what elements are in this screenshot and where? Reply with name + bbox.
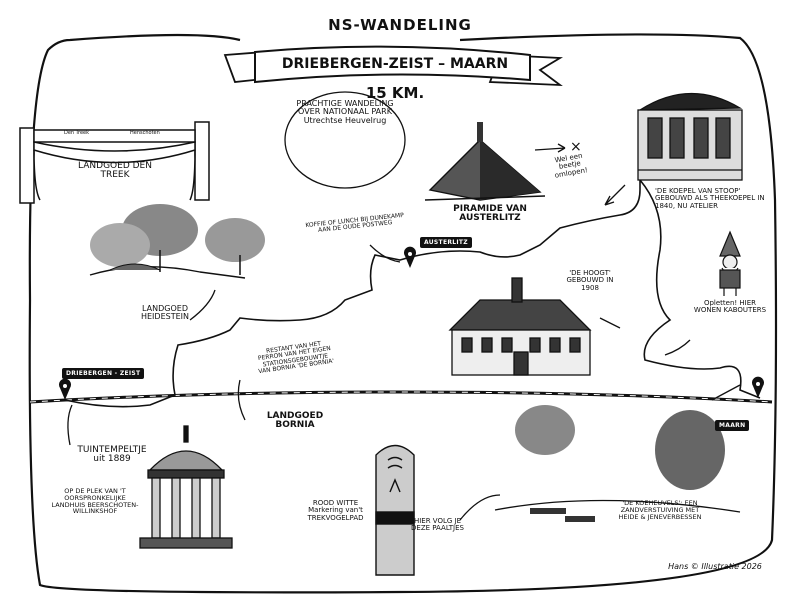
pyramid-label: PIRAMIDE VAN AUSTERLITZ xyxy=(453,204,527,224)
pin-austerlitz xyxy=(404,246,416,268)
place-den-treek: LANDGOED DEN TREEK xyxy=(78,161,152,181)
pin-maarn xyxy=(752,376,764,398)
route-title: DRIEBERGEN-ZEIST – MAARN xyxy=(281,56,509,72)
gate-den-treek-illustration xyxy=(19,121,210,204)
place-bornia: LANDGOED BORNIA xyxy=(266,411,324,431)
arrow-pyramid xyxy=(534,143,566,153)
distance-label: 15 KM. xyxy=(365,84,425,102)
credit-signature: Hans © Illustratie 2026 xyxy=(668,562,762,571)
arrow-hoogt xyxy=(599,317,621,329)
arrow-paaltjes xyxy=(459,494,501,521)
koepel-note: 'DE KOEPEL VAN STOOP' GEBOUWD ALS THEEKO… xyxy=(655,187,765,210)
arrow-koepel xyxy=(604,184,626,206)
walking-route xyxy=(64,177,761,408)
page-frame xyxy=(28,33,778,594)
arrow-bornia xyxy=(237,379,246,421)
pyramid-mark: × xyxy=(570,139,582,155)
tuintempel-label: TUINTEMPELTJE uit 1889 xyxy=(77,445,147,465)
park-bubble xyxy=(284,91,406,189)
kabouters-note: Opletten! HIER WONEN KABOUTERS xyxy=(693,299,767,315)
arrow-coffee xyxy=(369,244,401,263)
pin-driebergen xyxy=(59,378,72,400)
station-tag-mid: AUSTERLITZ xyxy=(420,237,472,248)
tuintempel-illustration xyxy=(139,425,233,549)
hoogt-note: 'DE HOOGT' GEBOUWD IN 1908 xyxy=(566,269,614,292)
pyramid-illustration xyxy=(424,122,546,201)
koepel-van-stoop-illustration xyxy=(637,92,743,181)
gnome-illustration xyxy=(719,230,741,296)
arrows xyxy=(67,143,741,521)
markering-note: ROOD WITTE Markering van't TREKVOGELPAD xyxy=(307,499,364,522)
tempel-note: OP DE PLEK VAN 'T OORSPRONKELIJKE LANDHU… xyxy=(51,487,139,516)
arrow-heidestein xyxy=(189,289,216,321)
route-post-illustration xyxy=(375,444,415,576)
place-heidestein: LANDGOED HEIDESTEIN xyxy=(140,304,189,322)
de-hoogt-illustration xyxy=(448,277,592,376)
koeheuvels-illustration xyxy=(494,405,741,522)
station-tag-start: DRIEBERGEN - ZEIST xyxy=(62,368,145,379)
title-kicker: NS-WANDELING xyxy=(328,16,472,34)
koeheuvels-note: 'DE KOEHEUVELS': EEN ZANDVERSTUIVING MET… xyxy=(618,499,702,521)
gate-label-left: Den Treek xyxy=(64,130,89,136)
arrow-tempel xyxy=(67,404,73,446)
paaltjes-note: HIER VOLG JE DEZE PAALTJES xyxy=(411,517,464,533)
station-tag-end: MAARN xyxy=(715,420,750,431)
gate-label-right: Henschoten xyxy=(130,130,160,136)
arrow-maarn xyxy=(711,384,741,401)
arrow-kabouters xyxy=(664,339,691,356)
park-note: PRACHTIGE WANDELING OVER NATIONAAL PARK … xyxy=(296,99,394,125)
heidestein-trees-illustration xyxy=(89,204,265,279)
